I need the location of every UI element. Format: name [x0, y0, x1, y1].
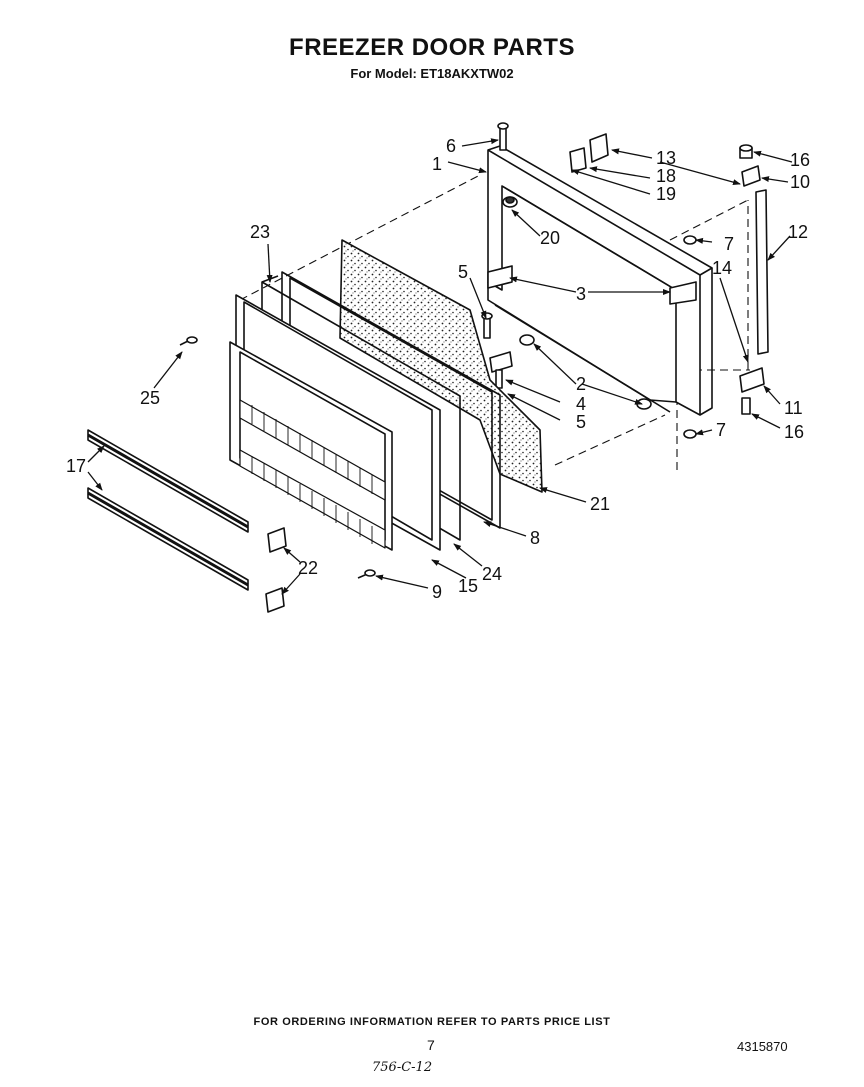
document-part-number: 4315870 — [737, 1039, 788, 1054]
shelf-end-caps — [265, 527, 287, 613]
callout-5: 5 — [458, 262, 468, 282]
callout-22: 22 — [298, 558, 318, 578]
page-number: 7 — [427, 1037, 435, 1053]
callout-14: 14 — [712, 258, 732, 278]
callout-23: 23 — [250, 222, 270, 242]
callout-24: 24 — [482, 564, 502, 584]
callout-18: 18 — [656, 166, 676, 186]
callout-8: 8 — [530, 528, 540, 548]
callout-12: 12 — [788, 222, 808, 242]
callout-19: 19 — [656, 184, 676, 204]
callout-labels: 1 2 3 4 5 5 6 7 7 8 9 10 11 12 13 14 15 … — [66, 136, 810, 602]
callout-11: 11 — [784, 398, 803, 418]
callout-4: 4 — [576, 394, 586, 414]
leader-lines — [87, 138, 793, 595]
callout-10: 10 — [790, 172, 810, 192]
callout-3: 3 — [576, 284, 586, 304]
page-title: FREEZER DOOR PARTS — [289, 34, 575, 61]
model-subtitle: For Model: ET18AKXTW02 — [350, 66, 514, 81]
door-stop-brackets — [487, 265, 697, 305]
ordering-note: FOR ORDERING INFORMATION REFER TO PARTS … — [253, 1016, 611, 1028]
callout-20: 20 — [540, 228, 560, 248]
door-frame — [487, 145, 713, 416]
hinge-assembly — [683, 144, 769, 439]
alignment-lines — [239, 174, 750, 470]
grommet — [502, 196, 518, 208]
callout-9: 9 — [432, 582, 442, 602]
door-shelves — [239, 399, 386, 549]
callout-2: 2 — [576, 374, 586, 394]
callout-6: 6 — [446, 136, 456, 156]
clip-parts — [569, 133, 609, 173]
callout-5b: 5 — [576, 412, 586, 432]
callout-16: 16 — [790, 150, 810, 170]
screws — [179, 122, 509, 579]
callout-7: 7 — [724, 234, 734, 254]
hinge-pieces — [489, 334, 652, 410]
callout-15: 15 — [458, 576, 478, 596]
callout-7b: 7 — [716, 420, 726, 440]
callout-17: 17 — [66, 456, 86, 476]
callout-16b: 16 — [784, 422, 804, 442]
callout-21: 21 — [590, 494, 610, 514]
callout-25: 25 — [140, 388, 160, 408]
callout-1: 1 — [432, 154, 442, 174]
shelf-bars — [87, 429, 249, 591]
callout-13: 13 — [656, 148, 676, 168]
handwritten-mark: 756-C-12 — [372, 1060, 433, 1075]
